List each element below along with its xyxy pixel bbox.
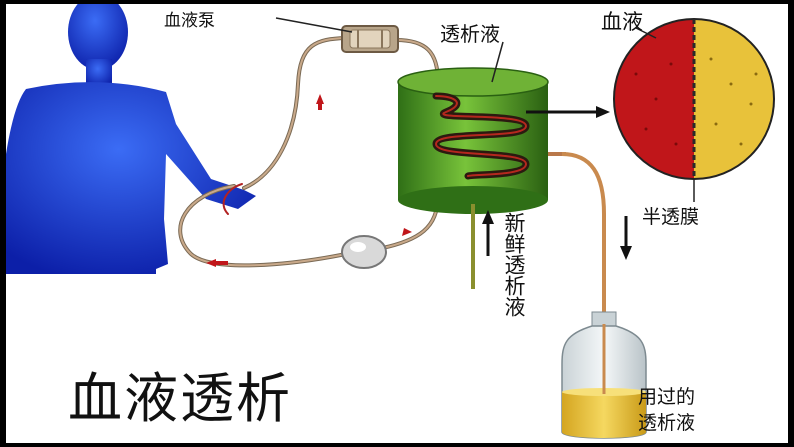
used-dialysate-label-line2: 透析液 <box>638 410 728 436</box>
pump-leader-line <box>276 18 352 32</box>
bubble-trap <box>342 236 386 268</box>
collection-bottle <box>562 312 646 438</box>
used-dialysate-label-line1: 用过的 <box>638 384 728 410</box>
blood-pump <box>342 26 398 52</box>
fresh-dialysate-arrow <box>482 210 494 256</box>
semipermeable-membrane-label: 半透膜 <box>642 202 699 229</box>
dialysate-label: 透析液 <box>440 18 500 47</box>
blood-pump-label: 血液泵 <box>164 6 215 31</box>
magnified-membrane-circle <box>614 19 774 179</box>
fresh-dialysate-label: 新鲜透析液 <box>500 212 527 317</box>
blood-label: 血液 <box>601 6 643 36</box>
human-body-figure <box>6 4 256 274</box>
used-dialysate-label: 用过的 透析液 <box>638 384 728 436</box>
diagram-frame: 血液泵 透析液 血液 半透膜 新鲜透析液 用过的 透析液 血液透析 <box>6 4 788 443</box>
used-dialysate-arrow <box>620 216 632 260</box>
diagram-title: 血液透析 <box>68 354 292 433</box>
